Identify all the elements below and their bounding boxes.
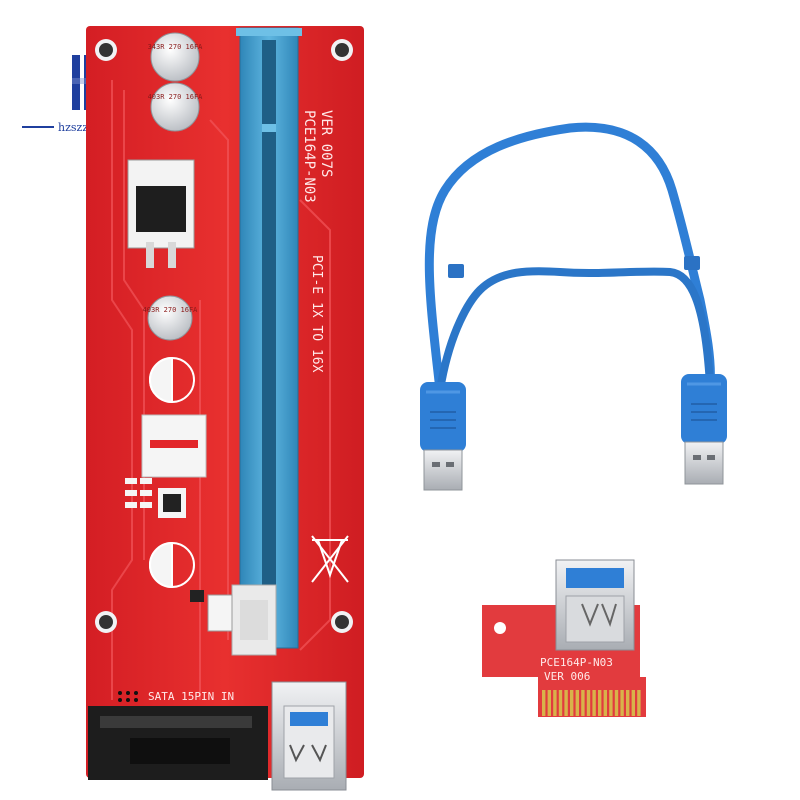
gold-finger bbox=[626, 690, 630, 716]
adapter-version-label: VER 006 bbox=[544, 670, 590, 683]
gold-finger bbox=[575, 690, 579, 716]
capacitor-1: 343R 270 16FA bbox=[148, 32, 204, 82]
gold-finger bbox=[586, 690, 591, 716]
gold-finger bbox=[637, 690, 641, 716]
pcie-x16-slot bbox=[236, 27, 302, 649]
gold-finger bbox=[609, 690, 613, 716]
gold-finger bbox=[598, 690, 602, 716]
gold-finger bbox=[542, 690, 546, 716]
cable-ferrite-right bbox=[684, 256, 700, 270]
cable-loop-outer bbox=[424, 122, 715, 395]
cable-loop-inner bbox=[436, 267, 714, 394]
silkscreen-pad-stripe bbox=[150, 440, 198, 448]
gold-finger bbox=[570, 690, 574, 716]
weee-bin-icon bbox=[311, 535, 349, 583]
gold-finger bbox=[614, 690, 619, 716]
adapter-model-label: PCE164P-N03 bbox=[540, 656, 613, 669]
cable-ferrite-left bbox=[448, 264, 464, 278]
riser-version-label: VER 007S bbox=[318, 110, 334, 177]
gold-finger bbox=[564, 690, 568, 716]
voltage-regulator bbox=[127, 159, 195, 268]
sata-power-label: SATA 15PIN IN bbox=[148, 690, 234, 703]
usb-plug-icon-right bbox=[681, 374, 727, 485]
gold-finger bbox=[581, 690, 585, 716]
gold-finger bbox=[631, 690, 635, 716]
gold-fingers bbox=[542, 690, 641, 716]
capacitor-3-label: 403R 270 16FA bbox=[143, 306, 199, 314]
usb-plug-icon bbox=[420, 382, 466, 491]
capacitor-1-label: 343R 270 16FA bbox=[148, 43, 204, 51]
gold-finger bbox=[553, 690, 557, 716]
pcb-traces bbox=[111, 80, 331, 700]
riser-board: 343R 270 16FA 403R 270 16FA 403R 270 16F… bbox=[86, 26, 364, 791]
slot-latch bbox=[231, 584, 277, 656]
riser-model-label: PCE164P-N03 bbox=[301, 110, 317, 203]
usb3-port bbox=[271, 681, 347, 791]
sata-power-connector bbox=[88, 706, 268, 780]
smd-pads bbox=[125, 478, 152, 508]
capacitor-2-label: 403R 270 16FA bbox=[148, 93, 204, 101]
gold-finger bbox=[558, 690, 563, 716]
gold-finger bbox=[592, 690, 596, 716]
adapter-board: PCE164P-N03 VER 006 bbox=[482, 559, 646, 717]
silkscreen-footprints bbox=[148, 356, 195, 589]
capacitor-3: 403R 270 16FA bbox=[143, 295, 199, 341]
gold-finger bbox=[547, 690, 551, 716]
fuse-block bbox=[207, 594, 233, 632]
adapter-usb3-port bbox=[555, 559, 635, 651]
usb-cable bbox=[420, 122, 727, 491]
riser-slot-label: PCI-E 1X TO 16X bbox=[309, 255, 324, 373]
gold-finger bbox=[620, 690, 624, 716]
via-holes bbox=[118, 691, 138, 702]
control-chip bbox=[158, 488, 186, 518]
gold-finger bbox=[603, 690, 607, 716]
adapter-hole-left bbox=[494, 622, 506, 634]
smd-component bbox=[190, 590, 204, 602]
capacitor-2: 403R 270 16FA bbox=[148, 82, 204, 132]
mounting-holes bbox=[95, 39, 353, 633]
